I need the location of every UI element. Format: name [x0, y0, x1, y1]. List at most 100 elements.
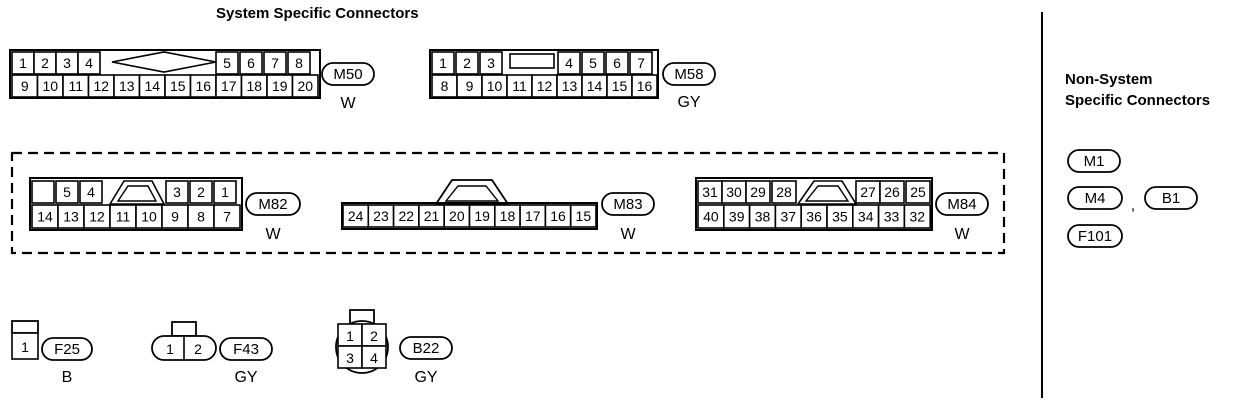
- m50-pin-6: 6: [247, 55, 255, 71]
- m58-top-cell: [557, 51, 581, 75]
- m83-pin-23: 23: [373, 208, 389, 224]
- m82-id-label: M82: [258, 196, 287, 213]
- sidebar-title-line2: Specific Connectors: [1065, 92, 1210, 109]
- m50-pin-8: 8: [295, 55, 303, 71]
- m58-pin-4: 4: [565, 55, 573, 71]
- m83-pin-15: 15: [576, 208, 592, 224]
- m82-pin-8: 8: [197, 209, 205, 225]
- sidebar-title-line1: Non-System: [1065, 71, 1153, 88]
- m83-pin-24: 24: [348, 208, 364, 224]
- f43-id-oval: [219, 337, 273, 361]
- m84-pin-40: 40: [703, 209, 719, 225]
- b22-pin-1: 1: [346, 328, 354, 344]
- connector-f25: 1 F25 B: [11, 320, 93, 386]
- m58-pin-1: 1: [439, 55, 447, 71]
- m84-housing: [695, 177, 933, 231]
- m83-id-oval: [601, 192, 655, 216]
- m50-top-cell: [215, 51, 239, 75]
- b22-pin-2: 2: [370, 328, 378, 344]
- m82-color-label: W: [265, 226, 281, 243]
- m58-color-label: GY: [677, 94, 700, 111]
- m83-color-label: W: [620, 226, 636, 243]
- m50-pin-20: 20: [297, 78, 313, 94]
- m50-top-cell: [263, 51, 287, 75]
- b22-cell-4: [361, 345, 387, 369]
- m50-pin-3: 3: [63, 55, 71, 71]
- m58-top-cell: [431, 51, 455, 75]
- f25-pin-cell: [11, 332, 39, 360]
- m84-pin-38: 38: [755, 209, 771, 225]
- m82-pin-5: 5: [63, 184, 71, 200]
- m83-housing: [341, 202, 598, 230]
- m82-id-oval: [245, 192, 301, 216]
- m58-lock-icon: [509, 53, 555, 69]
- m58-pin-11: 11: [512, 78, 527, 94]
- m82-pin-10: 10: [141, 209, 157, 225]
- m83-pin-17: 17: [525, 208, 541, 224]
- m83-pin-18: 18: [500, 208, 516, 224]
- m50-pin-12: 12: [93, 78, 109, 94]
- m58-pin-6: 6: [613, 55, 621, 71]
- m58-pin-5: 5: [589, 55, 597, 71]
- m50-pin-2: 2: [41, 55, 49, 71]
- m84-lock-inner-icon: [804, 185, 850, 202]
- m58-pin-16: 16: [637, 78, 653, 94]
- m84-bottom-cell: [903, 204, 932, 229]
- m84-pin-39: 39: [729, 209, 745, 225]
- m84-color-label: W: [954, 226, 970, 243]
- m84-top-cell: [771, 180, 797, 204]
- m84-top-cell: [879, 180, 905, 204]
- m50-pin-14: 14: [144, 78, 160, 94]
- m84-pin-32: 32: [910, 209, 926, 225]
- m82-pin-9: 9: [171, 209, 179, 225]
- m58-pin-14: 14: [587, 78, 603, 94]
- section-title: System Specific Connectors: [216, 5, 419, 22]
- m84-pin-31: 31: [702, 184, 718, 200]
- m50-pin-10: 10: [42, 78, 58, 94]
- b22-pin-4: 4: [370, 350, 378, 366]
- m50-pin-7: 7: [271, 55, 279, 71]
- m82-pin-3: 3: [173, 184, 181, 200]
- m84-pin-36: 36: [806, 209, 822, 225]
- f101-id-oval: [1067, 224, 1123, 248]
- m84-id-label: M84: [947, 196, 976, 213]
- m84-pin-29: 29: [750, 184, 766, 200]
- m82-pin-7: 7: [223, 209, 231, 225]
- f25-id-label: F25: [54, 341, 80, 358]
- m4-id-oval: [1067, 186, 1123, 210]
- m84-pin-30: 30: [726, 184, 742, 200]
- f25-color-label: B: [62, 369, 73, 386]
- m82-pin-1: 1: [221, 184, 229, 200]
- m82-bottom-cell: [213, 204, 241, 229]
- m82-blank-cell: [31, 180, 55, 204]
- m83-pin-21: 21: [424, 208, 440, 224]
- m82-top-cell: [79, 180, 103, 204]
- m1-id-label: M1: [1084, 153, 1105, 170]
- m50-pin-4: 4: [85, 55, 93, 71]
- f43-id-label: F43: [233, 341, 259, 358]
- m83-bottom-cell: [569, 204, 597, 228]
- dashed-group-box: [10, 151, 1006, 255]
- m50-color-label: W: [340, 95, 356, 112]
- m84-pin-26: 26: [884, 184, 900, 200]
- m82-pin-4: 4: [87, 184, 95, 200]
- m84-pin-28: 28: [776, 184, 792, 200]
- m82-top-cell: [55, 180, 79, 204]
- m58-pin-12: 12: [537, 78, 553, 94]
- m50-id-label: M50: [333, 66, 362, 83]
- f43-lock-icon: [171, 321, 197, 337]
- f25-pin-1: 1: [21, 339, 29, 355]
- m84-pin-35: 35: [832, 209, 848, 225]
- m58-pin-13: 13: [562, 78, 578, 94]
- m84-pin-33: 33: [884, 209, 900, 225]
- connector-b22: 1 2 3 4 B22 GY: [335, 309, 453, 386]
- m50-pin-19: 19: [272, 78, 288, 94]
- m58-top-cell: [455, 51, 479, 75]
- m83-id-label: M83: [613, 196, 642, 213]
- m82-top-cell: [189, 180, 213, 204]
- m84-pin-27: 27: [860, 184, 876, 200]
